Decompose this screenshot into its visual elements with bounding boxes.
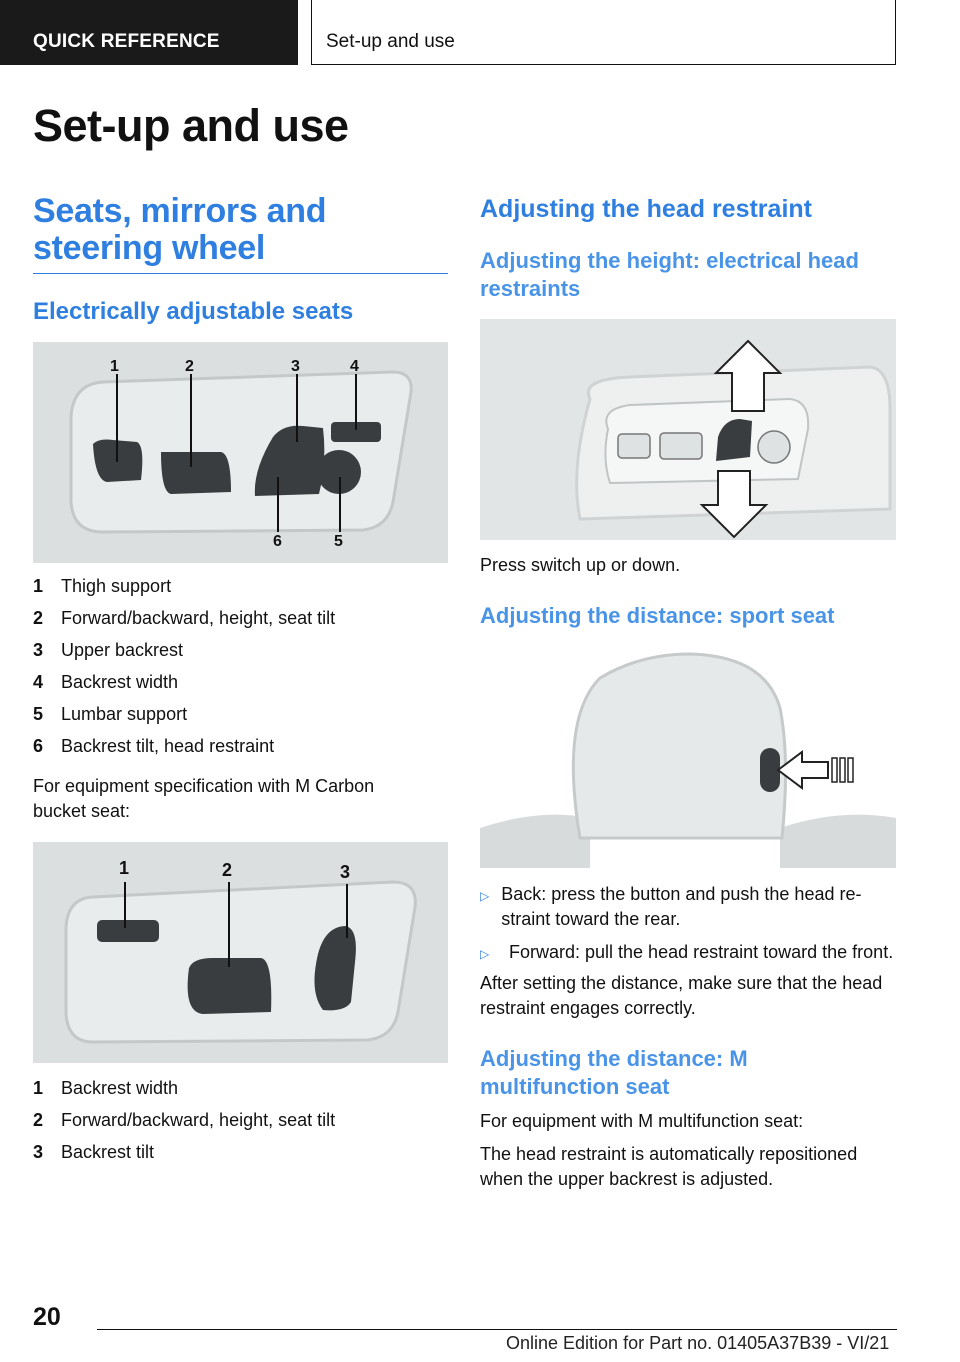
header-tab: QUICK REFERENCE: [0, 0, 298, 65]
item-text: Forward/backward, height, seat tilt: [61, 608, 336, 628]
sport-seat-note: After setting the distance, make sure th…: [480, 973, 883, 1018]
item-number: 2: [33, 608, 44, 628]
figure1-label: 5: [334, 533, 343, 550]
item-number: 1: [33, 1078, 44, 1098]
item-text: Backrest width: [61, 672, 179, 692]
list-item: 3 Upper backrest: [33, 634, 448, 666]
seat-controls-figure: 1 2 3 4 6 5: [33, 342, 448, 563]
m-seat-equipment-note: For equipment with M multifunction seat:: [480, 1111, 804, 1131]
header-section-title: Set-up and use: [311, 0, 896, 65]
footer-divider: [97, 1329, 897, 1330]
heading-head-restraint: Adjusting the head restraint: [480, 195, 812, 223]
item-number: 1: [33, 576, 44, 596]
page-number: 20: [33, 1303, 61, 1331]
carbon-seat-controls-figure: 1 2 3: [33, 842, 448, 1063]
item-number: 4: [33, 672, 44, 692]
item-text: Lumbar support: [61, 704, 188, 724]
carbon-seat-note: For equipment specification with M Carbo…: [33, 776, 375, 821]
footer-edition: Online Edition for Part no. 01405A37B39 …: [506, 1333, 890, 1353]
sport-seat-headrest-figure: [480, 648, 896, 868]
figure1-label: 3: [291, 358, 300, 375]
carbon-seat-illustration: [33, 842, 448, 1063]
figure2-label: 1: [119, 858, 130, 878]
subheading-height: Adjusting the height: electrical head re…: [480, 248, 859, 301]
item-number: 3: [33, 1142, 44, 1162]
figure1-label: 4: [350, 358, 359, 375]
figure1-label: 2: [185, 358, 194, 375]
list-item: ▷ Back: press the button and push the hea…: [480, 882, 896, 932]
item-text: Thigh support: [61, 576, 172, 596]
seat-controls-list: 1 Thigh support 2 Forward/backward, height…: [33, 570, 448, 762]
list-item: 5 Lumbar support: [33, 698, 448, 730]
figure2-label: 3: [340, 862, 351, 882]
left-column: Seats, mirrors and steering wheel Electr…: [33, 193, 448, 1168]
item-number: 6: [33, 736, 44, 756]
list-item: 3 Backrest tilt: [33, 1136, 448, 1168]
headrest-button-illustration: [480, 648, 896, 868]
item-text: Forward/backward, height, seat tilt: [61, 1110, 336, 1130]
head-restraint-height-figure: [480, 319, 896, 540]
right-column: Adjusting the head restraint Adjusting t…: [480, 193, 896, 1192]
triangle-bullet-icon: ▷: [480, 889, 490, 903]
m-seat-description: The head restraint is automatically repo…: [480, 1144, 858, 1189]
subheading-electric-seats: Electrically adjustable seats: [33, 298, 354, 325]
list-item: ▷ Forward: pull the head restraint toward…: [480, 940, 896, 967]
item-text: Forward: pull the head restraint toward …: [509, 942, 894, 962]
item-text: Backrest tilt: [61, 1142, 155, 1162]
height-instruction: Press switch up or down.: [480, 555, 681, 575]
item-number: 5: [33, 704, 44, 724]
list-item: 1 Thigh support: [33, 570, 448, 602]
item-text: Back: press the button and push the head…: [501, 884, 862, 929]
subheading-m-multifunction-seat: Adjusting the distance: M multifunction …: [480, 1046, 748, 1099]
list-item: 2 Forward/backward, height, seat tilt: [33, 1104, 448, 1136]
list-item: 1 Backrest width: [33, 1072, 448, 1104]
figure1-label: 1: [110, 358, 119, 375]
section-heading: Seats, mirrors and steering wheel: [33, 193, 448, 274]
list-item: 2 Forward/backward, height, seat tilt: [33, 602, 448, 634]
item-text: Backrest width: [61, 1078, 179, 1098]
carbon-seat-controls-list: 1 Backrest width 2 Forward/backward, heigh…: [33, 1072, 448, 1168]
item-number: 3: [33, 640, 44, 660]
figure1-label: 6: [273, 533, 282, 550]
list-item: 4 Backrest width: [33, 666, 448, 698]
head-restraint-switch-illustration: [480, 319, 896, 540]
page-title: Set-up and use: [33, 100, 349, 151]
seat-controls-illustration: [33, 342, 448, 563]
item-text: Upper backrest: [61, 640, 184, 660]
figure2-label: 2: [222, 860, 233, 880]
list-item: 6 Backrest tilt, head restraint: [33, 730, 448, 762]
sport-seat-steps: ▷ Back: press the button and push the hea…: [480, 882, 896, 967]
item-text: Backrest tilt, head restraint: [61, 736, 275, 756]
triangle-bullet-icon: ▷: [480, 947, 490, 961]
item-number: 2: [33, 1110, 44, 1130]
subheading-sport-seat-distance: Adjusting the distance: sport seat: [480, 603, 835, 628]
